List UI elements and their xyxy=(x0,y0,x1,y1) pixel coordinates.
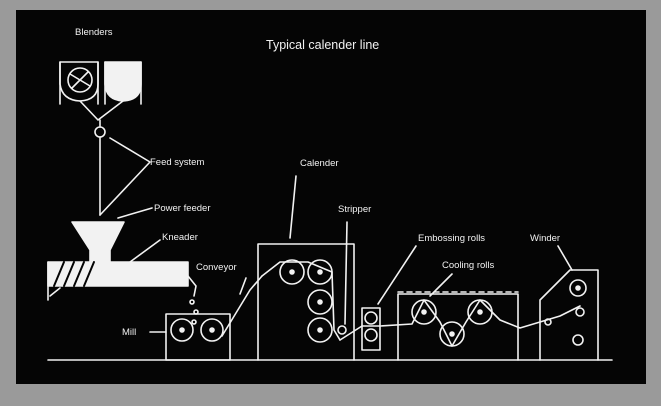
winder-leader xyxy=(557,245,573,271)
winder-roll-top xyxy=(569,279,587,297)
calender-frame xyxy=(257,243,355,361)
mill-group xyxy=(149,313,231,361)
label-power-feeder: Power feeder xyxy=(154,203,211,214)
blender-left-rotor xyxy=(67,67,93,93)
calender-roll-4 xyxy=(307,317,333,343)
label-cooling-rolls: Cooling rolls xyxy=(442,260,495,271)
mill-roll-left xyxy=(170,318,194,342)
label-conveyor: Conveyor xyxy=(196,262,237,273)
diagram-title: Typical calender line xyxy=(266,38,379,52)
blender-valve xyxy=(94,126,106,138)
blender-stand xyxy=(59,61,142,105)
label-feed-system: Feed system xyxy=(150,157,204,168)
conveyor-leader xyxy=(239,277,247,295)
mill-roll-right xyxy=(200,318,224,342)
label-calender: Calender xyxy=(300,158,339,169)
kneader-leader xyxy=(129,239,161,263)
winder-roll-low xyxy=(572,334,584,346)
winder-idler xyxy=(544,318,552,326)
blender-left-paddle xyxy=(69,71,91,89)
winder-roll-mid xyxy=(575,307,585,317)
stripper-roll xyxy=(337,325,347,335)
embossing-leader xyxy=(377,245,417,305)
label-stripper: Stripper xyxy=(338,204,371,215)
sheet-path xyxy=(339,299,581,347)
embossing-group xyxy=(361,245,417,351)
stripper-leader xyxy=(344,221,348,325)
kneader-outlet xyxy=(187,275,197,297)
label-mill: Mill xyxy=(122,327,136,338)
feed-system-leader xyxy=(99,137,151,216)
stripper-group xyxy=(337,221,348,335)
embossing-frame xyxy=(361,307,381,351)
label-blenders: Blenders xyxy=(75,27,113,38)
calender-sheet-path xyxy=(261,261,341,341)
calender-roll-1 xyxy=(279,259,305,285)
blender-funnel xyxy=(79,100,124,121)
power-feeder-leader xyxy=(117,207,153,219)
kneader-group xyxy=(47,239,197,301)
blenders-group xyxy=(59,61,142,216)
kneader-screw xyxy=(53,261,95,287)
label-winder: Winder xyxy=(530,233,560,244)
calender-group xyxy=(257,175,355,361)
calender-leader xyxy=(289,175,297,239)
conveyor-belt xyxy=(221,275,263,337)
material-drops xyxy=(189,299,199,325)
calender-roll-3 xyxy=(307,289,333,315)
winder-frame xyxy=(539,269,599,361)
power-feeder-hopper xyxy=(71,221,125,263)
blender-right xyxy=(104,61,142,102)
cooling-leader xyxy=(429,273,453,297)
label-embossing-rolls: Embossing rolls xyxy=(418,233,485,244)
kneader-stand xyxy=(47,261,61,301)
winder-group xyxy=(539,245,599,361)
embossing-roll-bottom xyxy=(364,328,378,342)
label-kneader: Kneader xyxy=(162,232,198,243)
embossing-roll-top xyxy=(364,311,378,325)
